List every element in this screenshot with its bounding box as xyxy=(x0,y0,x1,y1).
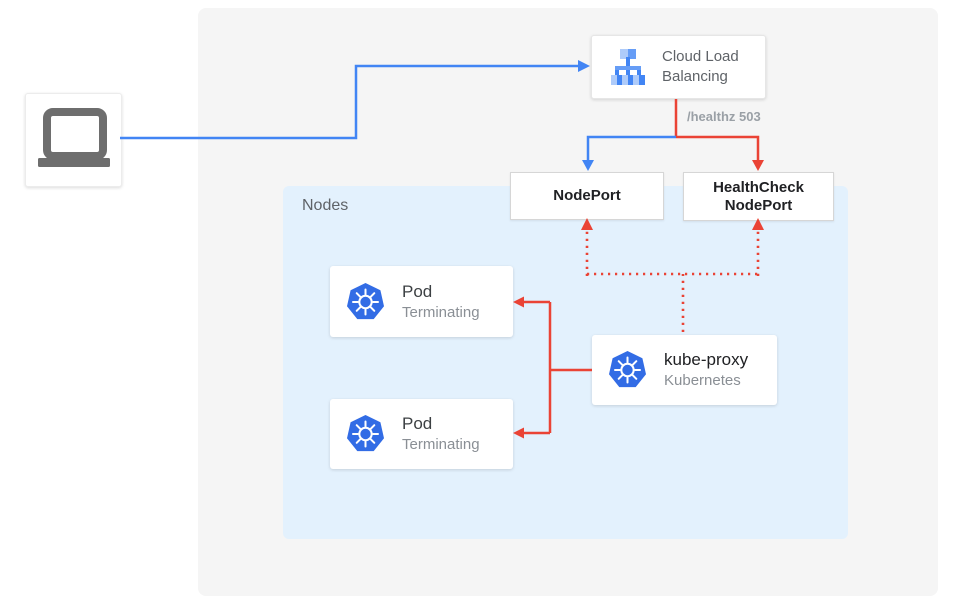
pod-1-status: Terminating xyxy=(402,303,480,321)
laptop-icon xyxy=(37,108,110,167)
kube-proxy-text: kube-proxy Kubernetes xyxy=(664,349,748,391)
client-node xyxy=(25,93,122,187)
kubernetes-icon xyxy=(347,282,384,319)
pod-1-title: Pod xyxy=(402,281,433,301)
pod-2-status: Terminating xyxy=(402,436,480,453)
healthcheck-label-line1: HealthCheck xyxy=(713,178,804,196)
cloud-load-balancing-node: Cloud Load Balancing xyxy=(591,35,766,99)
kube-proxy-subtitle: Kubernetes xyxy=(664,372,741,389)
kubernetes-icon xyxy=(347,415,384,452)
nodeport-node: NodePort xyxy=(510,172,664,220)
nodeport-label: NodePort xyxy=(553,187,621,204)
pod-2-node: Pod Terminating xyxy=(330,399,513,469)
pod-1-text: Pod Terminating xyxy=(402,281,480,323)
kubernetes-icon xyxy=(609,351,646,388)
nodes-label: Nodes xyxy=(302,197,349,214)
cloud-load-balancing-label: Cloud Load Balancing xyxy=(662,48,739,85)
healthcheck-nodeport-node: HealthCheck NodePort xyxy=(683,172,834,221)
pod-2-title: Pod xyxy=(402,414,433,433)
pod-2-text: Pod Terminating xyxy=(402,413,480,455)
kube-proxy-title: kube-proxy xyxy=(664,350,749,369)
pod-1-node: Pod Terminating xyxy=(330,266,513,337)
healthz-503-label: /healthz 503 xyxy=(687,109,761,124)
healthcheck-label-line2: NodePort xyxy=(724,196,793,214)
cloud-load-balancing-icon xyxy=(611,49,645,85)
kube-proxy-node: kube-proxy Kubernetes xyxy=(592,335,777,405)
